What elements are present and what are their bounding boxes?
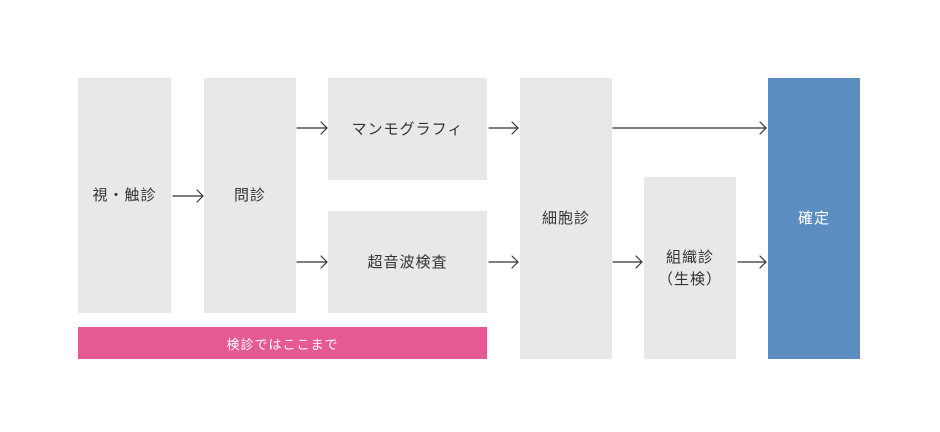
- step-histology-sublabel: （生検）: [657, 270, 722, 288]
- step-ultrasound: 超音波検査: [328, 211, 487, 313]
- arrow-mammography-to-cytology: [488, 121, 519, 135]
- step-diagnosis-label: 確定: [797, 209, 830, 228]
- step-mammography-label: マンモグラフィ: [351, 119, 464, 138]
- arrow-palpation-to-interview: [172, 189, 204, 203]
- arrow-interview-to-mammography: [296, 121, 328, 135]
- arrow-cytology-to-histology: [612, 255, 643, 269]
- screening-scope-label: 検診ではここまで: [226, 337, 339, 353]
- step-interview: 問診: [204, 78, 296, 313]
- step-histology-label: 組織診: [665, 247, 714, 266]
- step-histology: 組織診 （生検）: [644, 177, 736, 359]
- step-histology-text: 組織診 （生検）: [658, 246, 722, 291]
- arrow-histology-to-diagnosis: [737, 255, 767, 269]
- step-ultrasound-label: 超音波検査: [367, 252, 448, 271]
- arrow-interview-to-ultrasound: [296, 255, 328, 269]
- screening-scope-banner: 検診ではここまで: [78, 327, 487, 359]
- step-cytology-label: 細胞診: [541, 209, 590, 228]
- step-cytology: 細胞診: [520, 78, 612, 359]
- step-mammography: マンモグラフィ: [328, 78, 487, 180]
- step-palpation: 視・触診: [78, 78, 171, 313]
- arrow-ultrasound-to-cytology: [488, 255, 519, 269]
- arrow-cytology-to-diagnosis: [612, 121, 767, 135]
- step-palpation-label: 視・触診: [92, 186, 157, 205]
- step-diagnosis: 確定: [768, 78, 860, 359]
- step-interview-label: 問診: [233, 186, 266, 205]
